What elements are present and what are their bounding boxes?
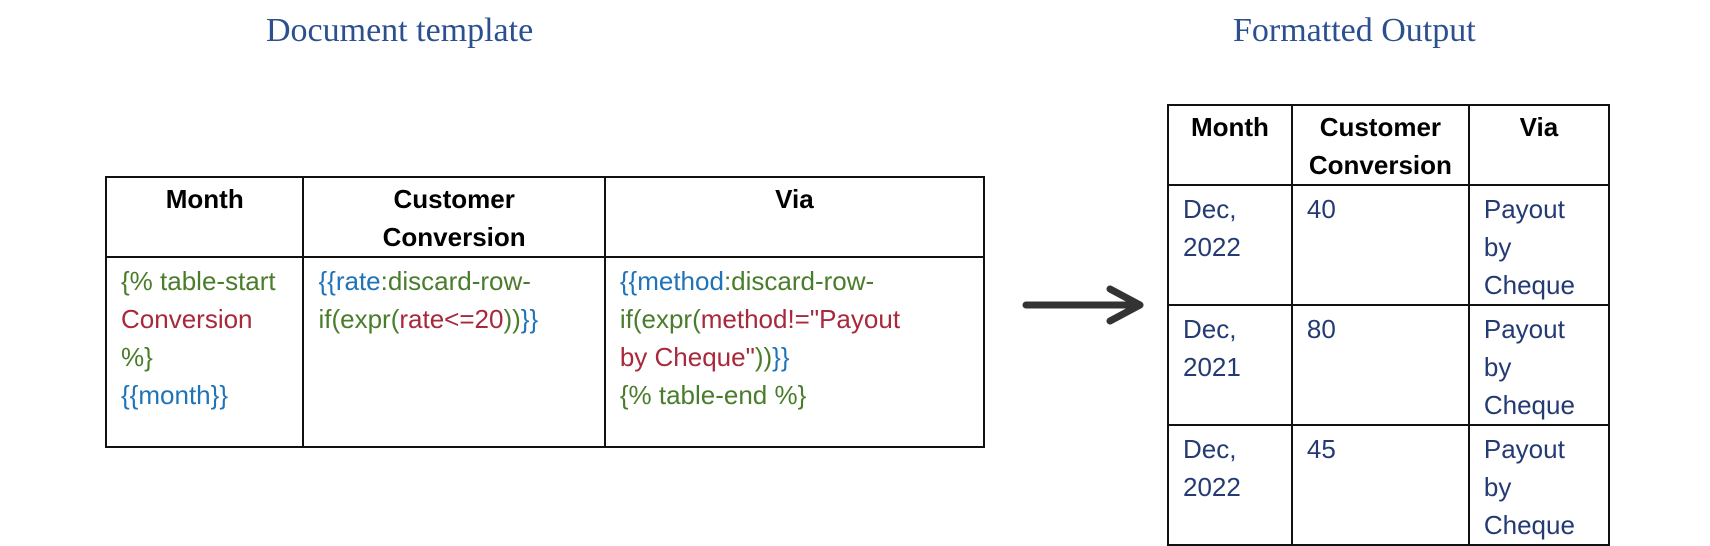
table-start-close: %} bbox=[121, 342, 153, 372]
via-line: by bbox=[1483, 232, 1512, 262]
method-cond-b: by Cheque" bbox=[619, 342, 755, 372]
month-part: Dec, bbox=[1183, 194, 1237, 224]
template-title: Document template bbox=[266, 12, 534, 49]
method-close-paren: )) bbox=[754, 342, 773, 372]
via-line: Cheque bbox=[1483, 270, 1575, 300]
table-start-tag: {% table-start bbox=[121, 266, 276, 296]
month-part: Dec, bbox=[1183, 314, 1237, 344]
rate-var: rate bbox=[335, 266, 381, 296]
rate-fn2: if(expr( bbox=[318, 304, 400, 334]
output-cell-via: Payout by Cheque bbox=[1467, 184, 1611, 306]
template-header-via: Via bbox=[603, 176, 986, 258]
table-row: Dec, 2022 45 Payout by Cheque bbox=[1167, 424, 1611, 546]
output-cell-conversion: 40 bbox=[1290, 184, 1470, 306]
template-header-row: Month Customer Conversion Via bbox=[104, 176, 986, 258]
month-part: Dec, bbox=[1183, 434, 1237, 464]
output-cell-via: Payout by Cheque bbox=[1467, 424, 1611, 546]
via-line: Payout bbox=[1483, 194, 1565, 224]
table-row: Dec, 2022 40 Payout by Cheque bbox=[1167, 184, 1611, 306]
template-cell-conversion: {{rate:discard-row- if(expr(rate<=20))}} bbox=[302, 256, 606, 448]
template-cell-month: {% table-start Conversion %} {{month}} bbox=[104, 256, 305, 448]
template-body-row: {% table-start Conversion %} {{month}} {… bbox=[104, 256, 986, 448]
method-fn2: if(expr( bbox=[619, 304, 701, 334]
table-start-name: Conversion bbox=[121, 304, 253, 334]
via-line: Payout bbox=[1483, 434, 1565, 464]
output-table: Month Customer Conversion Via Dec, 2022 … bbox=[1167, 104, 1611, 546]
table-row: Dec, 2021 80 Payout by Cheque bbox=[1167, 304, 1611, 426]
output-cell-month: Dec, 2022 bbox=[1167, 184, 1293, 306]
output-header-row: Month Customer Conversion Via bbox=[1167, 104, 1611, 186]
method-sep: : bbox=[723, 266, 732, 296]
rate-close-brace: }} bbox=[520, 304, 539, 334]
rate-fn: discard-row- bbox=[387, 266, 531, 296]
template-table: Month Customer Conversion Via {% table-s… bbox=[104, 176, 986, 448]
year-part: 2021 bbox=[1183, 352, 1241, 382]
template-header-conversion: Customer Conversion bbox=[302, 176, 606, 258]
month-tag: {{month}} bbox=[121, 380, 228, 410]
output-title: Formatted Output bbox=[1233, 12, 1476, 49]
output-cell-month: Dec, 2022 bbox=[1167, 424, 1293, 546]
method-fn: discard-row- bbox=[731, 266, 875, 296]
rate-cond: rate<=20 bbox=[399, 304, 504, 334]
rate-close-paren: )) bbox=[503, 304, 521, 334]
via-line: by bbox=[1483, 472, 1512, 502]
output-cell-conversion: 80 bbox=[1290, 304, 1470, 426]
method-open-brace: {{ bbox=[619, 266, 638, 296]
method-cond-a: method!="Payout bbox=[700, 304, 901, 334]
method-close-brace: }} bbox=[772, 342, 790, 372]
method-var: method bbox=[637, 266, 724, 296]
right-arrow-icon bbox=[1022, 285, 1144, 325]
output-header-via: Via bbox=[1467, 104, 1611, 186]
via-line: Cheque bbox=[1483, 390, 1575, 420]
year-part: 2022 bbox=[1183, 232, 1241, 262]
template-cell-via: {{method:discard-row- if(expr(method!="P… bbox=[603, 256, 986, 448]
rate-open-brace: {{ bbox=[318, 266, 336, 296]
output-header-conversion: Customer Conversion bbox=[1290, 104, 1470, 186]
via-line: Payout bbox=[1483, 314, 1565, 344]
via-line: by bbox=[1483, 352, 1512, 382]
output-cell-via: Payout by Cheque bbox=[1467, 304, 1611, 426]
rate-sep: : bbox=[380, 266, 388, 296]
table-end-tag: {% table-end %} bbox=[619, 380, 807, 410]
template-header-month: Month bbox=[104, 176, 305, 258]
year-part: 2022 bbox=[1183, 472, 1241, 502]
via-line: Cheque bbox=[1483, 510, 1575, 540]
output-header-month: Month bbox=[1167, 104, 1293, 186]
output-cell-month: Dec, 2021 bbox=[1167, 304, 1293, 426]
output-cell-conversion: 45 bbox=[1290, 424, 1470, 546]
